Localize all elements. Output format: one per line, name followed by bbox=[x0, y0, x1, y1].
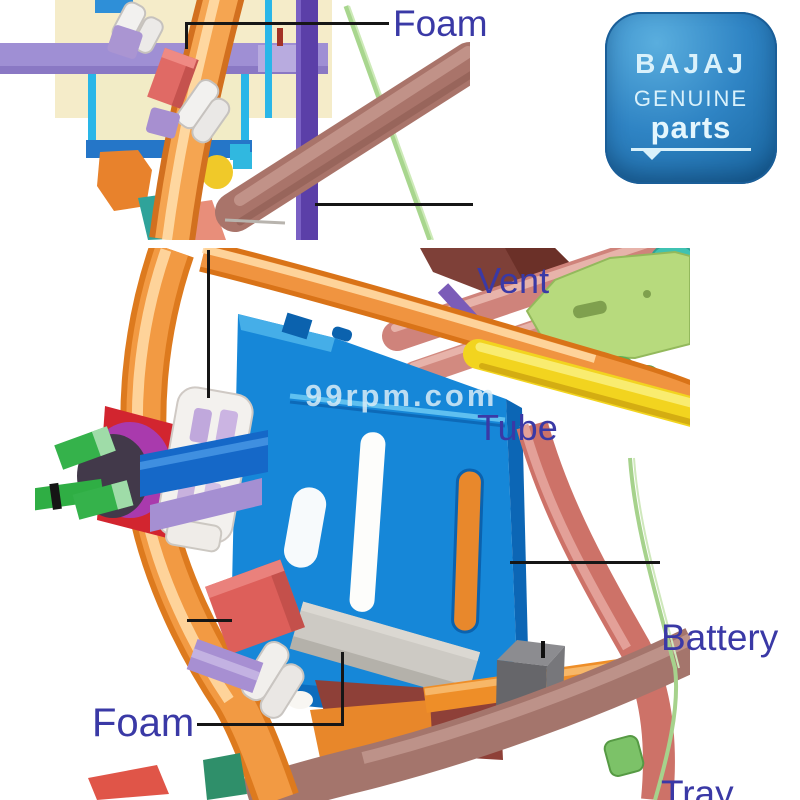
logo-parts-text: parts bbox=[650, 110, 732, 145]
vent-canister bbox=[140, 386, 268, 553]
logo-underline bbox=[631, 148, 751, 162]
leader-line-foam-top-h bbox=[185, 22, 389, 25]
label-vent-tube: Vent Tube bbox=[477, 158, 558, 550]
leader-line-battery-tray bbox=[510, 561, 660, 564]
bajaj-genuine-parts-logo: BAJAJ GENUINE parts bbox=[605, 12, 777, 184]
logo-brand-text: BAJAJ bbox=[635, 48, 747, 79]
leader-line-foam-top-v bbox=[185, 22, 188, 49]
label-vent-tube-line2: Tube bbox=[477, 407, 558, 448]
inset-foam-block bbox=[147, 47, 199, 109]
logo-genuine-text: GENUINE bbox=[633, 86, 749, 111]
yellow-bar bbox=[463, 339, 690, 427]
purple-strap-upper bbox=[150, 478, 262, 532]
label-battery-tray-line2: Tray bbox=[661, 773, 734, 800]
label-battery-tray-line1: Battery bbox=[661, 617, 779, 658]
logo-arrow-down-icon bbox=[643, 151, 661, 160]
leader-line-foam-bottom-h bbox=[197, 723, 343, 726]
frame-mount-assembly bbox=[35, 406, 173, 538]
inset-detail-illustration bbox=[0, 0, 470, 240]
inset-mauve-tube bbox=[215, 42, 470, 232]
label-battery-tray: Battery Tray bbox=[661, 508, 778, 800]
label-vent-tube-line1: Vent bbox=[477, 260, 550, 301]
top-frame-tube bbox=[199, 248, 690, 415]
leader-line-vent-tube bbox=[315, 203, 473, 206]
foam-block-main bbox=[205, 559, 305, 655]
label-foam-bottom: Foam bbox=[92, 701, 195, 745]
leader-line-foam-bottom-v bbox=[341, 652, 344, 726]
watermark: 99rpm.com bbox=[305, 378, 497, 413]
inset-connector-line bbox=[207, 250, 210, 398]
label-foam-top: Foam bbox=[393, 3, 488, 44]
cyan-cable bbox=[265, 0, 272, 118]
leader-line-foam-short bbox=[187, 619, 232, 622]
salmon-tube-right bbox=[516, 420, 675, 800]
foam-pad-gray bbox=[289, 601, 481, 700]
purple-strap-lower bbox=[186, 638, 264, 694]
main-assembly-illustration: 99rpm.com bbox=[35, 248, 690, 800]
